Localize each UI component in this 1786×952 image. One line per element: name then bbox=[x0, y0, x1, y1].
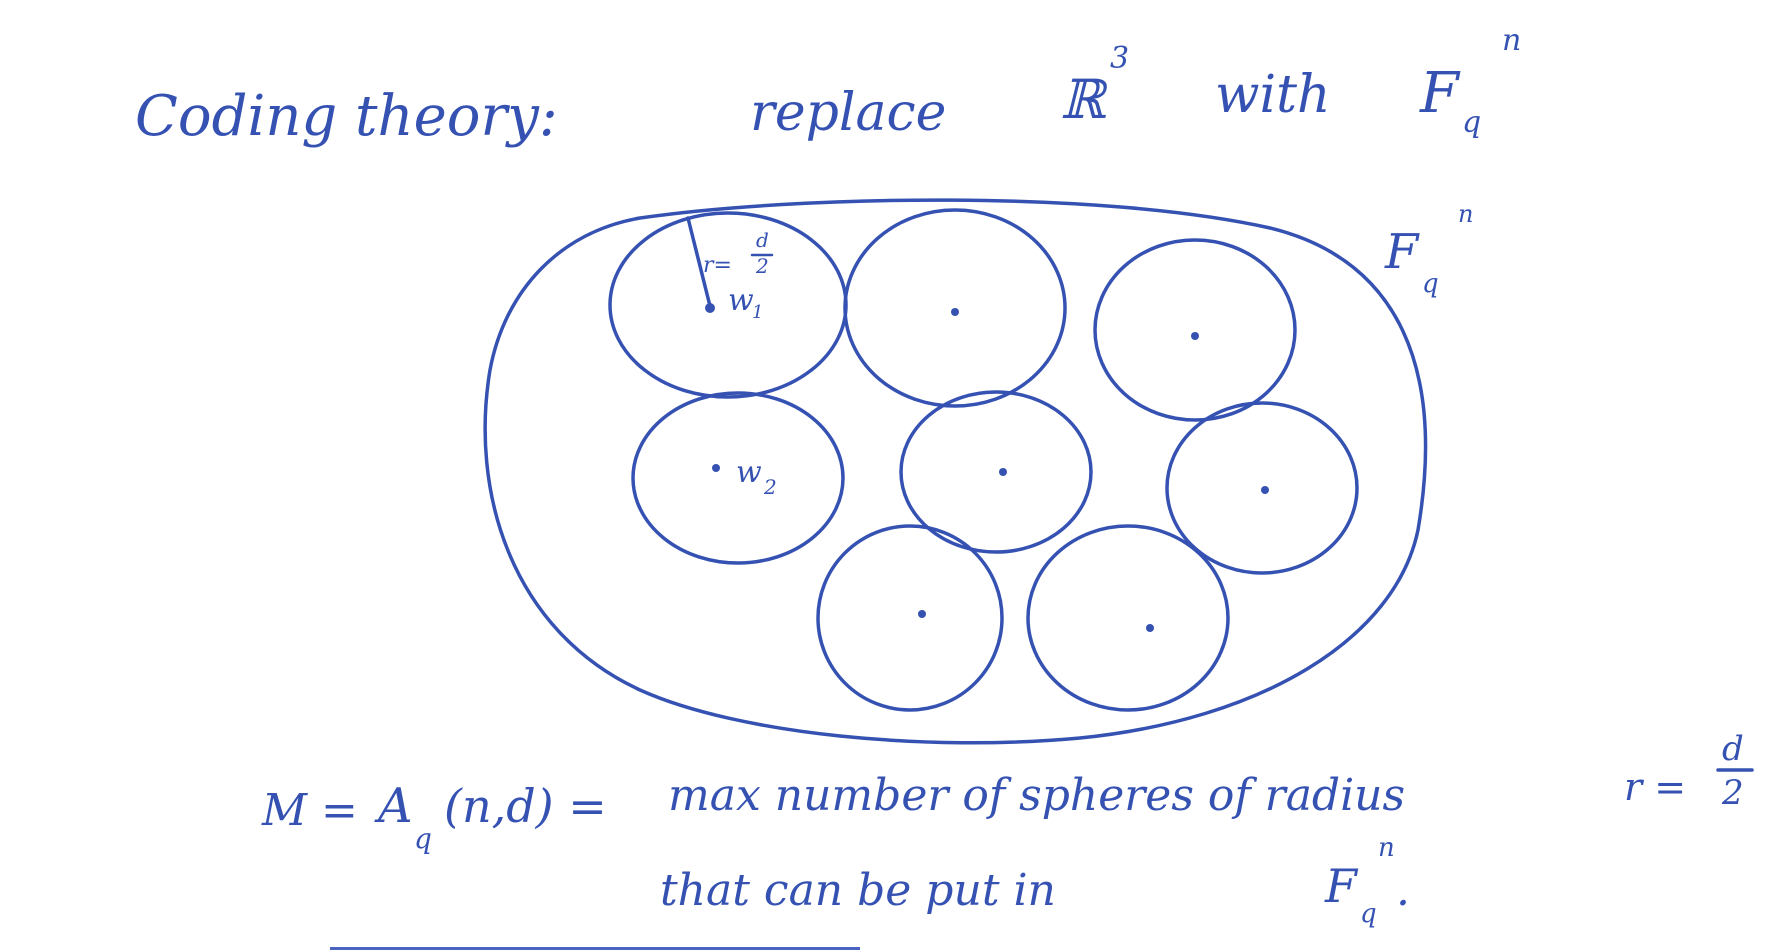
definition-phrase: max number of spheres of radius bbox=[668, 770, 1405, 821]
definition-line2-field-exponent: n bbox=[1378, 833, 1395, 863]
heading-field: F bbox=[1419, 61, 1461, 126]
center-point bbox=[999, 468, 1007, 476]
center-point bbox=[1191, 332, 1199, 340]
definition-line-2: that can be put in F q n . bbox=[660, 833, 1410, 929]
space-boundary bbox=[483, 198, 1428, 745]
center-point bbox=[918, 610, 926, 618]
w1-letter: w bbox=[728, 283, 754, 318]
definition-r: r = bbox=[1624, 765, 1686, 809]
w1-subscript: 1 bbox=[752, 302, 763, 323]
center-point bbox=[1146, 624, 1154, 632]
sphere bbox=[843, 208, 1067, 408]
space-label: F q n bbox=[1384, 200, 1473, 299]
definition-line2-period: . bbox=[1396, 865, 1410, 916]
heading-with: with bbox=[1215, 65, 1331, 125]
heading-replace: replace bbox=[750, 83, 946, 143]
definition-line2-field-subscript: q bbox=[1360, 899, 1377, 929]
w2-subscript: 2 bbox=[763, 475, 777, 499]
sphere bbox=[899, 390, 1093, 554]
radius-label-denominator: 2 bbox=[755, 254, 769, 278]
center-point bbox=[712, 464, 720, 472]
definition-A-subscript: q bbox=[414, 822, 432, 855]
heading-field-exponent: n bbox=[1502, 23, 1521, 58]
radius-label-numerator: d bbox=[756, 228, 769, 252]
w1-label: w 1 bbox=[728, 283, 763, 323]
bottom-rule bbox=[330, 947, 860, 950]
definition-line2-field: F bbox=[1324, 859, 1359, 913]
sphere bbox=[816, 524, 1004, 712]
definition-r-numerator: d bbox=[1722, 729, 1744, 769]
sphere bbox=[1093, 238, 1297, 422]
heading-reals: ℝ bbox=[1060, 68, 1108, 131]
definition-A: A bbox=[374, 778, 413, 834]
center-point bbox=[705, 303, 715, 313]
spheres bbox=[608, 208, 1359, 712]
sphere bbox=[1026, 524, 1230, 712]
w2-letter: w bbox=[736, 455, 762, 490]
w2-label: w 2 bbox=[736, 455, 777, 499]
radius-label-r: r= bbox=[703, 253, 732, 278]
heading-field-subscript: q bbox=[1462, 105, 1481, 140]
sphere-centers bbox=[705, 303, 1269, 632]
radius-line bbox=[686, 216, 712, 308]
heading-prefix: Coding theory: bbox=[135, 84, 558, 149]
center-point bbox=[1261, 486, 1269, 494]
heading-reals-exponent: 3 bbox=[1110, 41, 1129, 76]
definition-args: (n,d) = bbox=[444, 779, 607, 833]
heading: Coding theory: replace ℝ 3 with F q n bbox=[135, 23, 1521, 149]
definition-line2-text: that can be put in bbox=[660, 865, 1056, 916]
space-label-exponent: n bbox=[1458, 200, 1473, 228]
definition-M: M = bbox=[261, 785, 358, 836]
center-point bbox=[951, 308, 959, 316]
space-label-subscript: q bbox=[1422, 269, 1439, 299]
sphere-w2 bbox=[631, 391, 845, 565]
sphere bbox=[1165, 401, 1359, 575]
definition-r-denominator: 2 bbox=[1721, 773, 1744, 813]
space-label-field: F bbox=[1384, 224, 1420, 280]
definition-line-1: M = A q (n,d) = max number of spheres of… bbox=[261, 729, 1754, 855]
radius-label: r= d 2 bbox=[703, 228, 774, 278]
